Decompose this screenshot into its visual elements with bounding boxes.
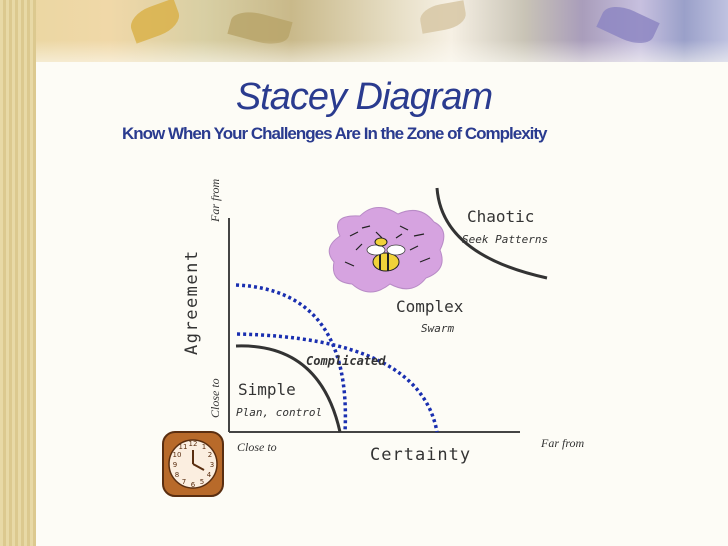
complicated-zone-label: Complicated	[306, 354, 386, 368]
x-axis-close-label: Close to	[237, 440, 277, 454]
complex-zone-action: Swarm	[421, 322, 454, 335]
svg-text:8: 8	[175, 471, 179, 479]
svg-text:12: 12	[189, 440, 198, 448]
page-subtitle: Know When Your Challenges Are In the Zon…	[122, 124, 548, 143]
left-border-strip	[0, 0, 36, 546]
svg-text:9: 9	[173, 461, 177, 469]
chaotic-zone-boundary	[435, 187, 548, 280]
svg-text:10: 10	[173, 451, 182, 459]
x-axis-far-label: Far from	[540, 436, 585, 450]
complicated-zone-boundary	[235, 283, 348, 433]
svg-text:5: 5	[200, 478, 204, 486]
y-axis-far-label: Far from	[208, 178, 222, 223]
banner-fade	[36, 40, 728, 80]
svg-text:11: 11	[179, 443, 188, 451]
chaotic-zone-label: Chaotic	[467, 207, 534, 226]
simple-zone-boundary	[235, 344, 342, 433]
complex-zone-label: Complex	[396, 297, 464, 316]
bee-swarm-icon	[328, 207, 445, 293]
simple-zone-label: Simple	[238, 380, 296, 399]
simple-zone-action: Plan, control	[236, 406, 322, 419]
complex-zone-boundary	[236, 332, 439, 433]
x-axis-title: Certainty	[370, 445, 471, 465]
svg-text:6: 6	[191, 481, 196, 489]
svg-text:3: 3	[210, 461, 214, 469]
page-title: Stacey Diagram	[235, 76, 493, 118]
svg-text:1: 1	[202, 443, 206, 451]
svg-text:4: 4	[207, 471, 212, 479]
y-axis-close-label: Close to	[208, 378, 222, 418]
chaotic-zone-action: Seek Patterns	[462, 233, 548, 246]
y-axis-title: Agreement	[182, 249, 202, 355]
svg-text:2: 2	[208, 451, 212, 459]
svg-text:7: 7	[182, 478, 186, 486]
